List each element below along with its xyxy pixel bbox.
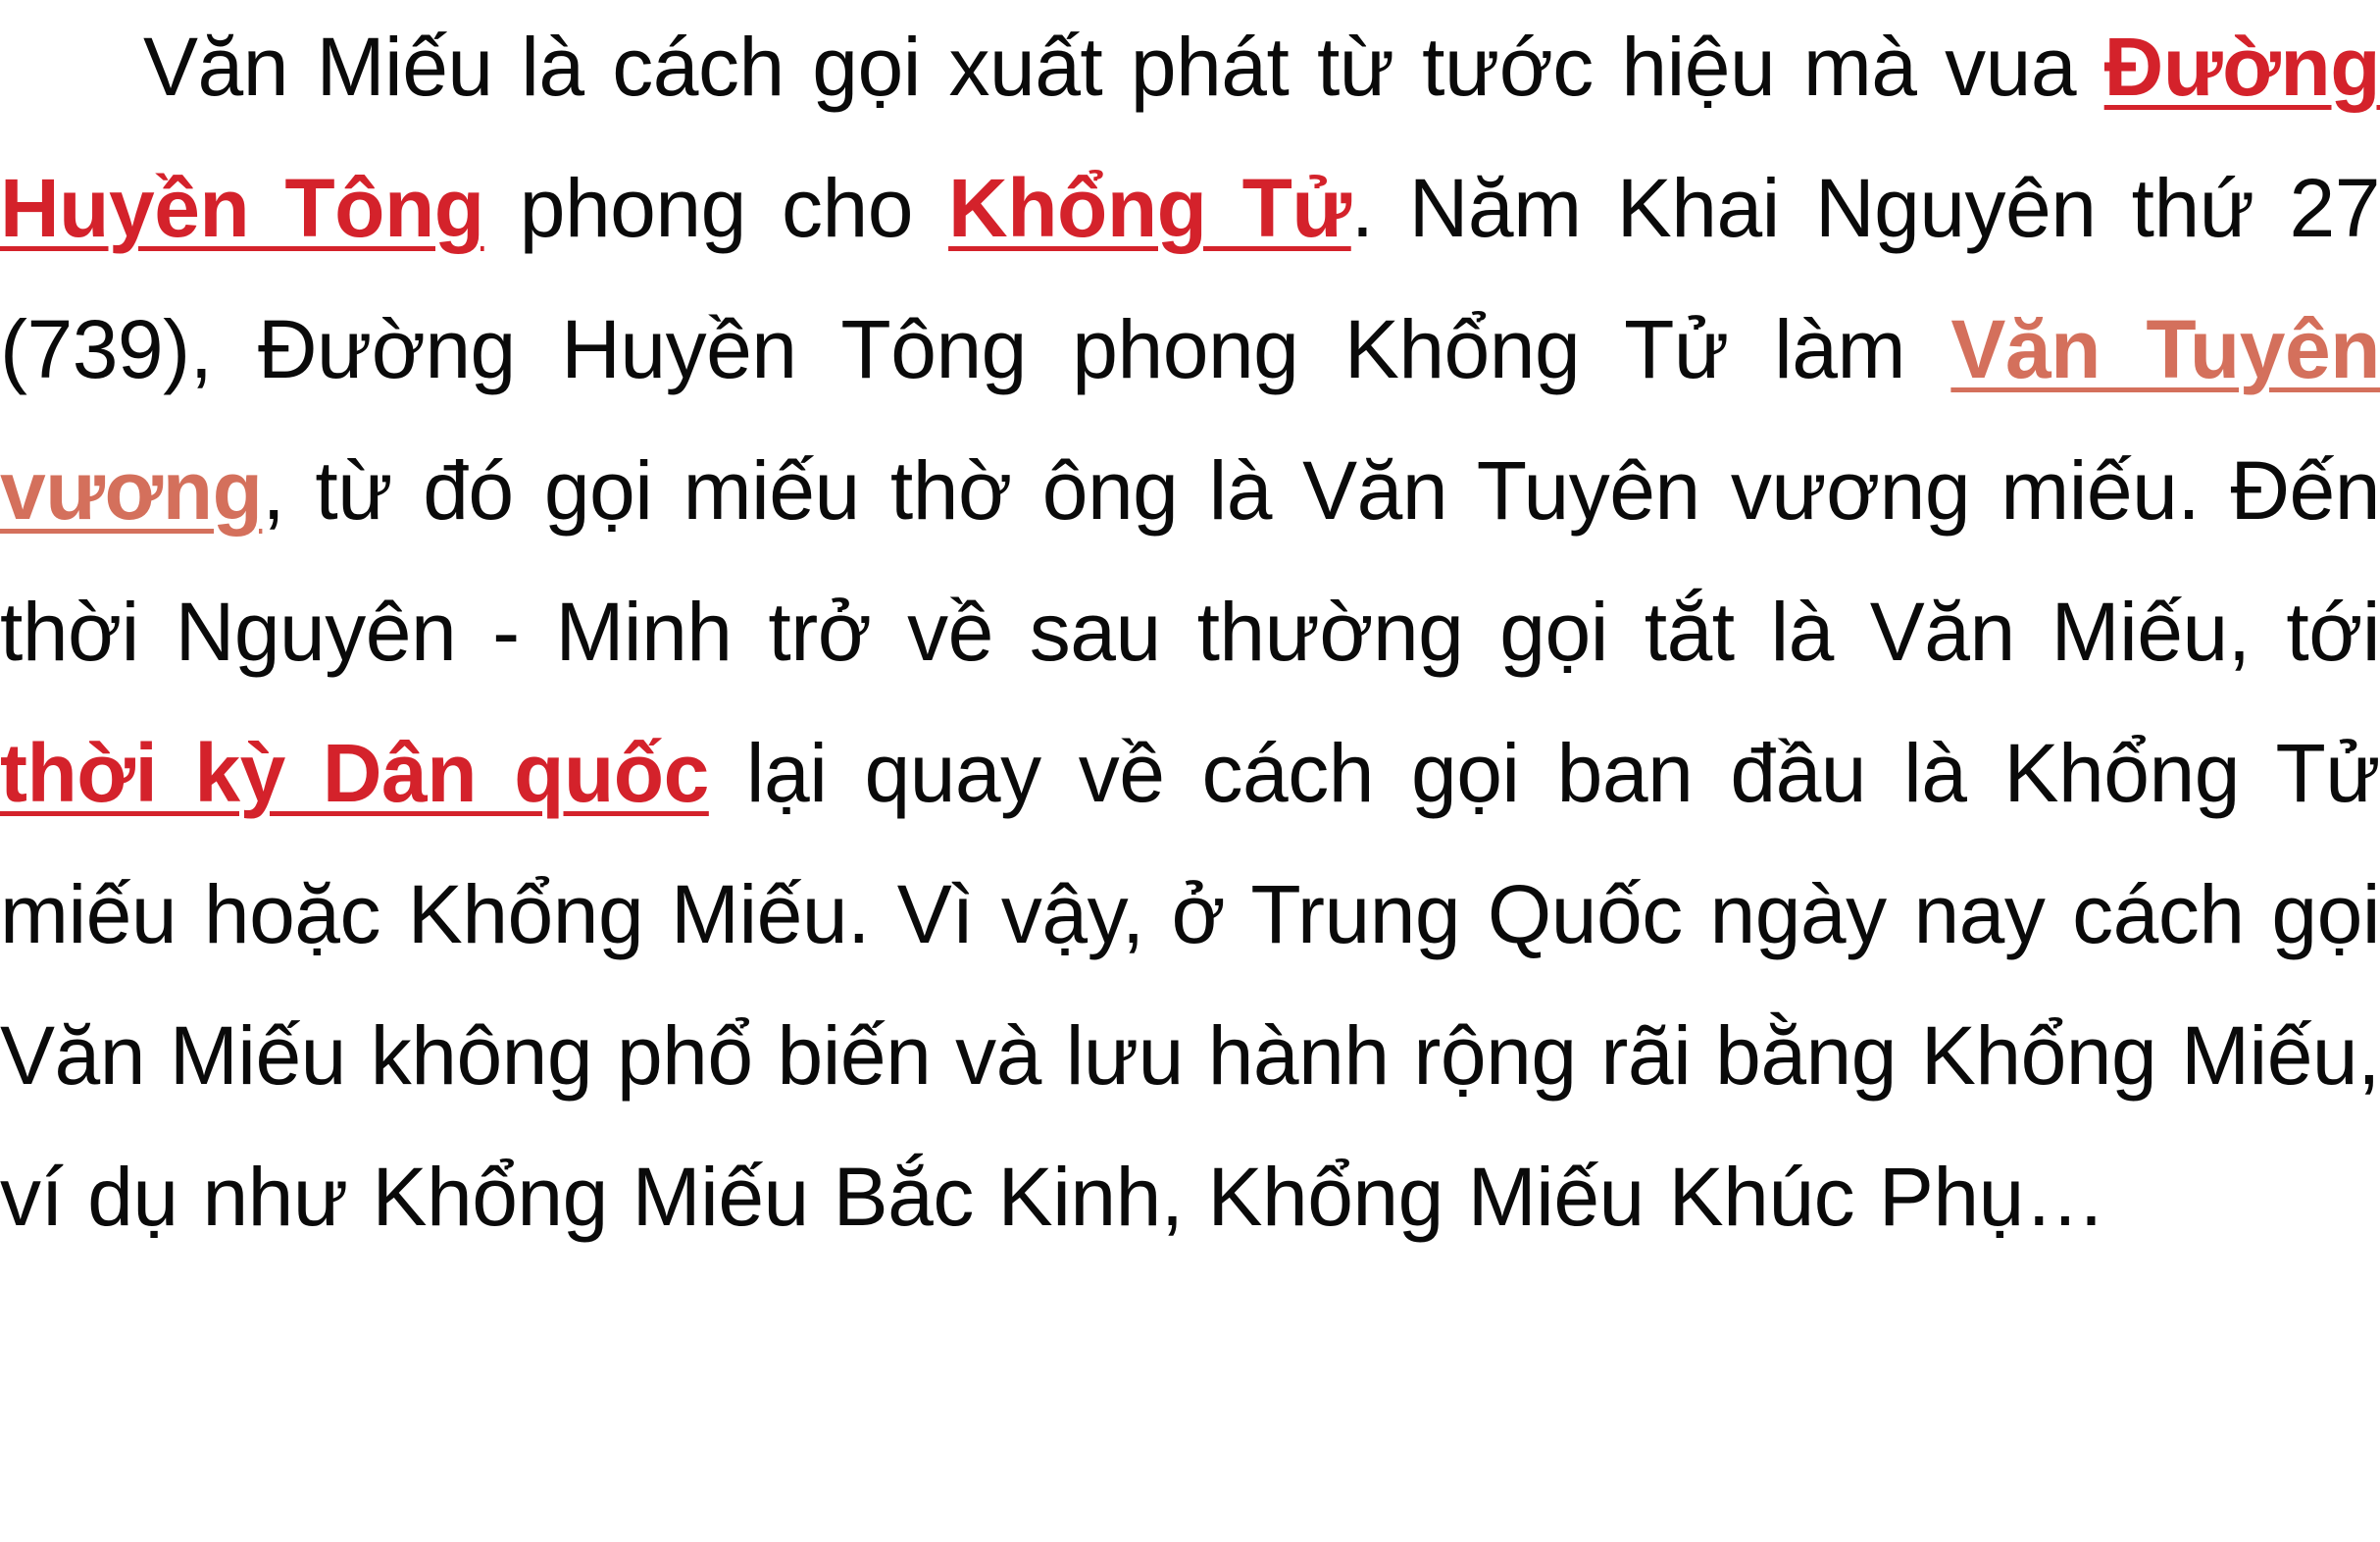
text-segment: Văn Miếu là cách gọi xuất phát từ tước h… [143, 21, 2104, 113]
text-segment: lại quay về cách gọi ban đầu là Khổng Tử… [0, 727, 2380, 1243]
text-segment: , từ đó gọi miếu thờ ông là Văn Tuyên vư… [0, 444, 2380, 678]
link-khong-tu[interactable]: Khổng Tử [948, 162, 1351, 254]
text-segment: . Năm Khai Nguyên thứ 27 (739), Đường Hu… [0, 162, 2380, 395]
body-paragraph: Văn Miếu là cách gọi xuất phát từ tước h… [0, 21, 2380, 1243]
link-van-tuyen-vuong[interactable]: Văn Tuyên vương [0, 303, 2380, 537]
link-thoi-ky-dan-quoc[interactable]: thời kỳ Dân quốc [0, 727, 709, 819]
text-segment: phong cho [483, 162, 949, 254]
link-duong-huyen-tong[interactable]: Đường Huyền Tông [0, 21, 2380, 254]
